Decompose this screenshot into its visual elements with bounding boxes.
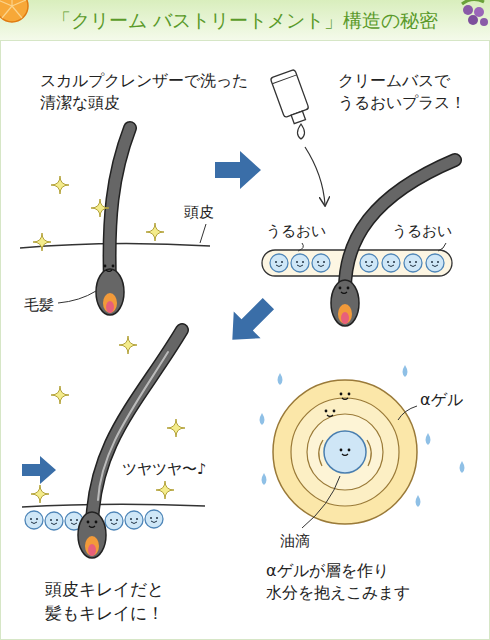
cream-drop — [298, 124, 305, 139]
moisture-bead — [404, 254, 422, 272]
sparkle — [33, 233, 51, 251]
droplet-face — [340, 449, 351, 456]
hair — [92, 330, 182, 524]
leader-line — [200, 224, 206, 243]
hair-bulb — [96, 269, 124, 315]
hair-outline — [110, 128, 130, 282]
frame — [1, 41, 490, 640]
sparkle — [91, 199, 109, 217]
title-band — [0, 0, 490, 40]
papilla — [338, 304, 352, 324]
papilla — [103, 293, 117, 313]
papilla-core — [88, 544, 96, 556]
moisture-bead — [270, 254, 288, 272]
hair-face — [339, 287, 350, 294]
hair-face — [87, 521, 98, 528]
hair-outline — [92, 330, 182, 524]
alpha-gel-inner — [307, 414, 383, 490]
leader-line — [298, 243, 303, 251]
hair-outline — [345, 160, 455, 292]
moisture-bead — [291, 254, 309, 272]
flow-arrow — [215, 151, 261, 189]
leader-line — [58, 291, 96, 303]
water-drop — [403, 365, 408, 377]
scalp-line — [22, 504, 205, 507]
water-drop — [460, 461, 465, 473]
hair-bulb — [78, 512, 106, 558]
drop-arrow — [305, 147, 325, 205]
panel-caption: クリームバスで うるおいプラス！ — [338, 70, 466, 115]
hair-face — [104, 265, 115, 272]
title-text: 「クリーム バストリートメント」構造の秘密 — [0, 0, 490, 40]
oil-droplet — [324, 431, 366, 473]
hair — [110, 128, 130, 282]
sparkle — [119, 336, 137, 354]
sparkle — [156, 481, 174, 499]
orange-decoration — [0, 0, 28, 22]
part-label: 油滴 — [280, 532, 310, 552]
water-drop — [278, 373, 283, 385]
part-label: 頭皮 — [184, 203, 214, 223]
moisture-bead — [312, 254, 330, 272]
moisture-bead — [125, 511, 143, 529]
water-drop — [260, 413, 265, 425]
moisture-bead — [360, 254, 378, 272]
part-label: うるおい — [392, 222, 452, 242]
alpha-gel-outer — [273, 380, 417, 524]
moisture-bead — [382, 254, 400, 272]
gel-face — [325, 410, 336, 417]
note-text: ツヤツヤ〜♪ — [122, 460, 207, 480]
papilla — [85, 536, 99, 556]
papilla-core — [106, 301, 114, 313]
cream-tube — [270, 69, 312, 126]
gel-arms — [319, 440, 372, 466]
panel-caption: αゲルが層を作り 水分を抱えこみます — [266, 560, 410, 605]
leader-line — [302, 476, 340, 528]
hair-bulb — [331, 280, 359, 326]
panel-caption: スカルプクレンザーで洗った 清潔な頭皮 — [40, 70, 248, 115]
leader-line — [398, 406, 417, 420]
part-label: 毛髪 — [24, 296, 54, 316]
moisture-bead — [105, 512, 123, 530]
flow-arrow — [219, 290, 282, 353]
sparkle — [167, 419, 185, 437]
moisture-bead — [25, 511, 43, 529]
gel-face — [340, 393, 351, 400]
hair — [345, 160, 455, 292]
moisture-bead — [426, 254, 444, 272]
sparkle — [51, 386, 69, 404]
alpha-gel-layer — [291, 398, 399, 506]
moisture-bead — [145, 510, 163, 528]
part-label: αゲル — [420, 390, 463, 411]
water-drop — [262, 473, 267, 485]
small-arrow — [22, 456, 56, 484]
leader-line — [438, 243, 446, 251]
part-label: うるおい — [266, 222, 326, 242]
sparkle — [146, 223, 164, 241]
sparkle — [31, 485, 49, 503]
moisture-bead — [45, 512, 63, 530]
water-drop — [416, 495, 421, 507]
water-drop — [426, 433, 431, 445]
sparkle — [51, 176, 69, 194]
grape-decoration — [462, 0, 488, 26]
panel-caption: 頭皮キレイだと 髪もキレイに！ — [45, 578, 164, 626]
papilla-core — [341, 312, 349, 324]
